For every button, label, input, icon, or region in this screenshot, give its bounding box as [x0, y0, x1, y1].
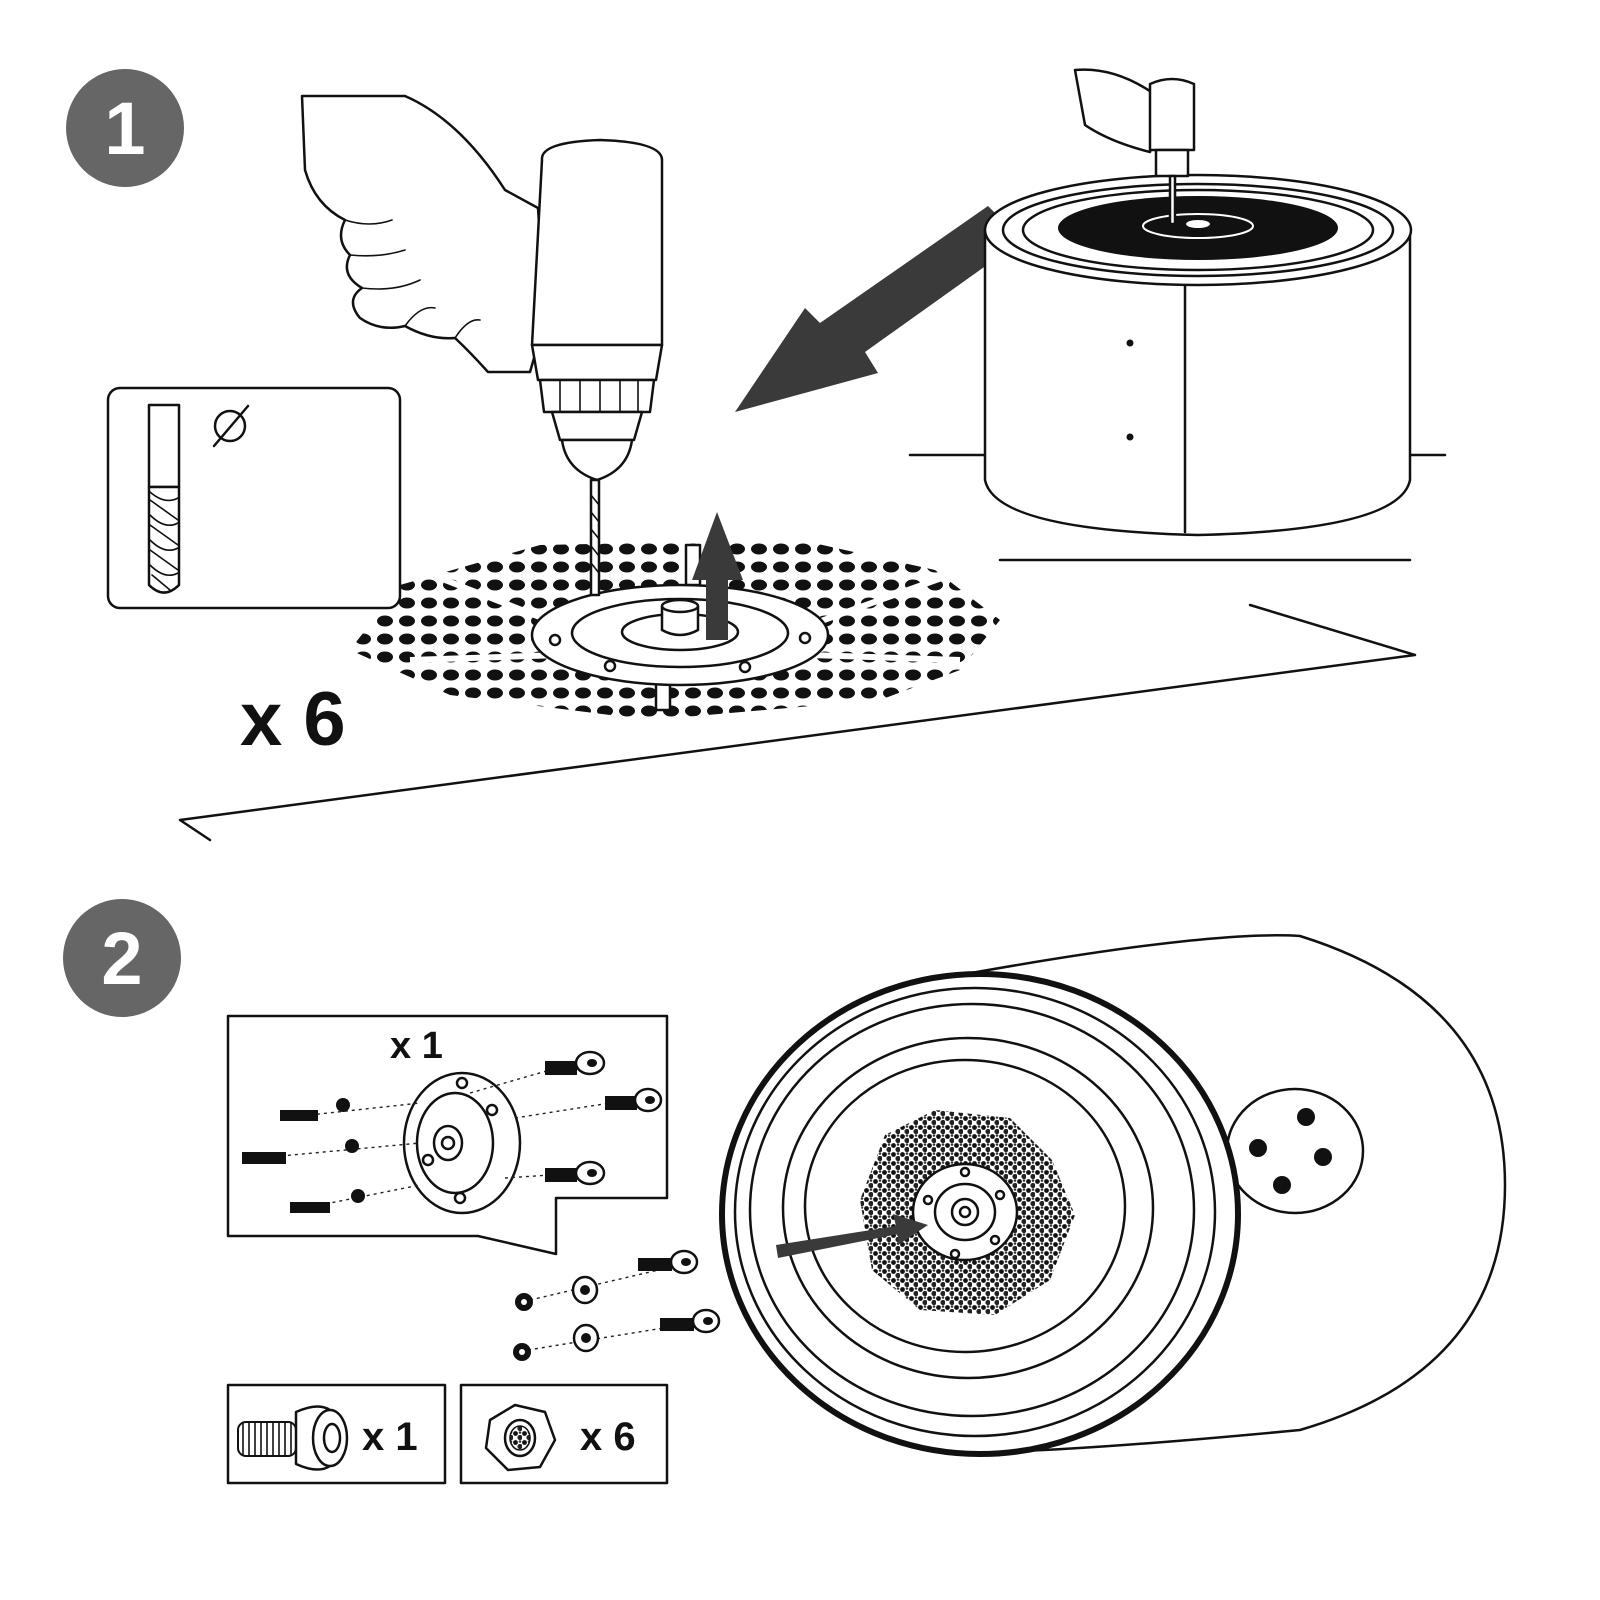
- exploded-hardware: [513, 1249, 721, 1361]
- flange-plate-icon: [911, 1162, 1019, 1262]
- drill-bit-inset: [106, 386, 402, 610]
- bolt-quantity: x 1: [362, 1415, 418, 1459]
- up-arrow-icon: [692, 512, 743, 640]
- nut-quantity-box: x 6: [459, 1383, 669, 1485]
- washer-icon: [571, 1275, 600, 1353]
- hardware-inset: x 1: [226, 1014, 669, 1256]
- drill-bit-icon: [147, 403, 181, 594]
- bolt-icon: [242, 1050, 663, 1213]
- inset-quantity: x 1: [390, 1025, 443, 1067]
- perforated-disc: [350, 540, 1000, 720]
- step-1-badge: 1: [66, 69, 184, 187]
- insert-arrow-icon: [776, 1214, 928, 1258]
- floor-plane: [178, 453, 1447, 842]
- bolt-icon: [237, 1405, 349, 1471]
- hand-drill-icon: [300, 94, 664, 597]
- step-2-badge: 2: [63, 899, 181, 1017]
- hex-nut-icon: [513, 1293, 533, 1361]
- step-1: 1: [66, 68, 1447, 842]
- direction-arrow-icon: [735, 206, 1022, 412]
- flange-plate-icon: [530, 583, 830, 687]
- nut-quantity: x 6: [580, 1415, 636, 1459]
- step-2: 2 x 1: [63, 899, 1507, 1485]
- step-2-number: 2: [101, 917, 142, 1000]
- step-1-quantity: x 6: [240, 677, 346, 762]
- hex-nut-icon: [484, 1403, 557, 1472]
- step-1-number: 1: [104, 87, 145, 170]
- diameter-icon: [212, 404, 250, 448]
- washer-icon: [336, 1098, 365, 1203]
- cylinder-housing: [983, 68, 1413, 537]
- drum-housing: [719, 934, 1507, 1457]
- bolt-quantity-box: x 1: [226, 1383, 447, 1485]
- flange-plate-icon: [402, 1071, 522, 1215]
- bolt-icon: [638, 1249, 721, 1334]
